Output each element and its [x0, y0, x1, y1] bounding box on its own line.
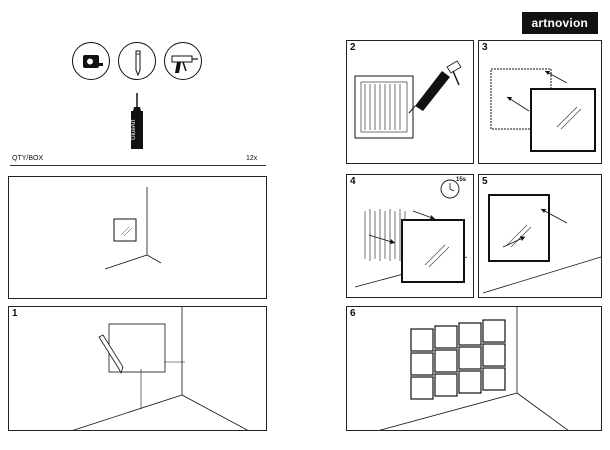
step-6-number: 6 [350, 308, 356, 319]
glue-tube-icon: GlueArt [124, 93, 150, 153]
glue-tube-label: GlueArt [131, 119, 137, 141]
timer-label: 15s [456, 177, 467, 183]
step-5-panel: 5 [478, 174, 602, 298]
step-1-panel: 1 [8, 306, 267, 431]
step-5-number: 5 [482, 176, 488, 187]
step-4-panel: 4 15s [346, 174, 474, 298]
step-6-panel: 6 [346, 306, 602, 431]
qty-divider [10, 165, 266, 166]
brand-logo: artnovion [521, 12, 598, 34]
preview-panel [8, 176, 267, 299]
step-1-number: 1 [12, 308, 18, 319]
qty-label: QTY/BOX [12, 155, 44, 162]
pencil-icon [118, 42, 156, 80]
step-4-number: 4 [350, 176, 356, 187]
tape-measure-icon [72, 42, 110, 80]
step-3-number: 3 [482, 42, 488, 53]
qty-value: 12x [246, 155, 258, 162]
step-2-panel: 2 [346, 40, 474, 164]
caulking-gun-icon [164, 42, 202, 80]
step-2-number: 2 [350, 42, 356, 53]
step-3-panel: 3 [478, 40, 602, 164]
